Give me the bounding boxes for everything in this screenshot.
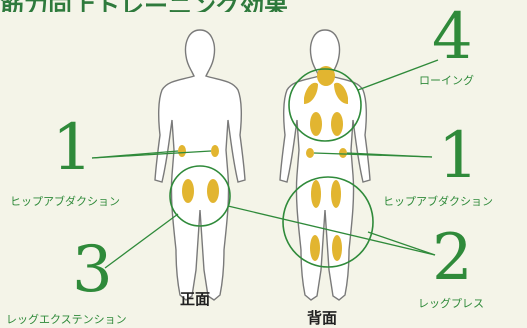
callout-2-number: 2 xyxy=(432,226,473,290)
line-leg-extension xyxy=(105,214,178,268)
back-hamstring-right-muscle xyxy=(331,180,341,208)
front-hip-left-muscle xyxy=(178,145,186,157)
front-view-label: 正面 xyxy=(180,288,210,309)
back-hamstring-left-muscle xyxy=(311,180,321,208)
front-thigh-left-muscle xyxy=(182,179,194,203)
back-view-label: 背面 xyxy=(307,307,337,328)
callout-1-front-number: 1 xyxy=(52,116,93,180)
front-figure xyxy=(155,30,245,300)
callout-4-label: ローイング xyxy=(419,72,474,88)
callout-2-label: レッグプレス xyxy=(418,295,484,311)
callout-3-number: 3 xyxy=(72,238,113,302)
back-hip-right-muscle xyxy=(339,148,347,158)
callout-1-back-label: ヒップアブダクション xyxy=(383,193,493,209)
front-hip-right-muscle xyxy=(211,145,219,157)
callout-1-back-number: 1 xyxy=(438,124,479,188)
back-lat-left-muscle xyxy=(310,112,322,136)
callout-4-number: 4 xyxy=(432,5,473,69)
line-leg-press-2 xyxy=(368,232,435,255)
back-hip-left-muscle xyxy=(306,148,314,158)
front-thigh-right-muscle xyxy=(207,179,219,203)
back-calf-left-muscle xyxy=(310,235,320,261)
callout-3-label: レッグエクステンション xyxy=(6,311,127,327)
callout-1-front-label: ヒップアブダクション xyxy=(10,193,120,209)
front-body-outline xyxy=(155,30,245,300)
back-lat-right-muscle xyxy=(331,112,343,136)
back-calf-right-muscle xyxy=(332,235,342,261)
